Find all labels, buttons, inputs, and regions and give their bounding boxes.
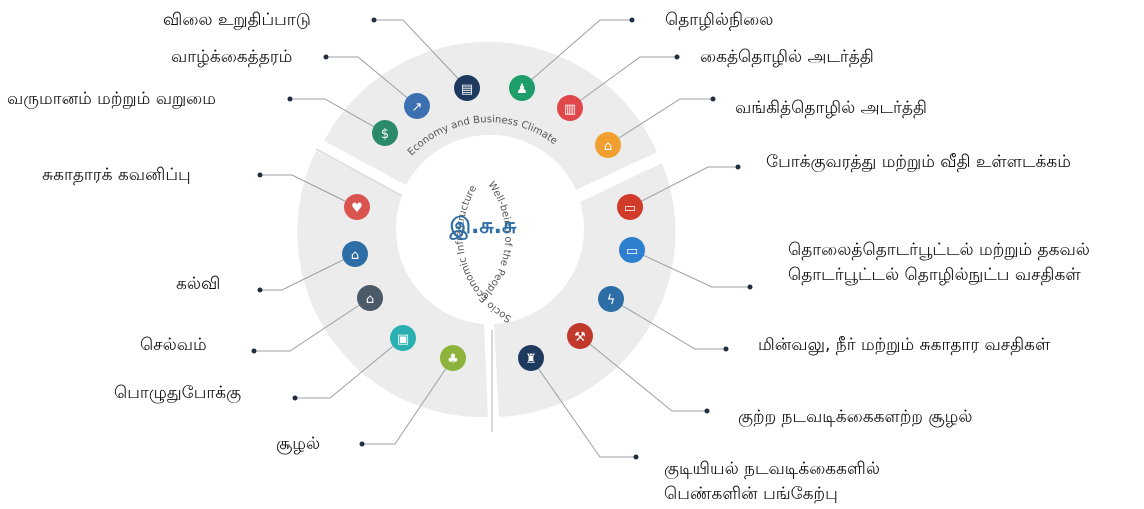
stethoscope-icon: ♥ [344, 194, 370, 220]
bank-icon: ⌂ [595, 132, 621, 158]
connector-line [295, 337, 404, 399]
svg-text:▤: ▤ [461, 82, 473, 97]
train-icon: ▭ [617, 194, 643, 220]
power-water-icon: ϟ [598, 286, 624, 312]
connector-line [362, 357, 454, 445]
bullet-dot [371, 17, 377, 23]
connector-line [569, 56, 677, 109]
divider [315, 148, 403, 197]
connector-line [579, 335, 707, 412]
connector-line [290, 98, 386, 134]
bullet-dot [287, 96, 293, 102]
svg-text:⌂: ⌂ [366, 292, 374, 307]
connector-line [607, 98, 713, 146]
segment-economy [324, 41, 657, 190]
bullet-dot [359, 441, 365, 447]
connector-line [629, 166, 738, 208]
bullet-dot [323, 54, 329, 60]
bullet-dot [747, 284, 753, 290]
label-environment: சூழல் [276, 434, 321, 454]
bullet-dot [629, 17, 635, 23]
svg-text:⚒: ⚒ [574, 330, 586, 345]
parliament-icon: ♜ [518, 345, 544, 371]
chart-icon: ↗ [404, 93, 430, 119]
bullet-dot [292, 395, 298, 401]
center-title: இ.சு.சு [449, 214, 517, 239]
factory-icon: ▥ [557, 95, 583, 121]
segment-wellbeing [297, 151, 488, 418]
svg-text:♥: ♥ [351, 201, 363, 216]
svg-text:⌂: ⌂ [351, 248, 359, 263]
connector-line [610, 298, 726, 350]
connector-line [530, 357, 636, 458]
monitor-icon: ▭ [619, 237, 645, 263]
connector-line [521, 19, 632, 89]
connector-line [631, 249, 750, 288]
label-employment: தொழில்நிலை [665, 10, 774, 30]
label-health-care: சுகாதாரக் கவனிப்பு [42, 165, 191, 185]
svg-text:⌂: ⌂ [604, 139, 612, 154]
svg-text:▣: ▣ [397, 332, 409, 347]
connector-line [260, 174, 358, 208]
label-industrial-density: கைத்தொழில் அடர்த்தி [700, 47, 874, 67]
svg-text:ϟ: ϟ [607, 293, 616, 308]
label-crime-free: குற்ற நடவடிக்கைகளற்ற சூழல் [738, 407, 973, 427]
svg-text:$: $ [381, 127, 389, 142]
label-price-stability: விலை உறுதிப்பாடு [163, 10, 311, 30]
bullet-dot [257, 287, 263, 293]
bullet-dot [633, 454, 639, 460]
label-power-water: மின்வலு, நீர் மற்றும் சுகாதார வசதிகள் [758, 335, 1051, 355]
money-icon: ▤ [454, 75, 480, 101]
school-icon: ⌂ [342, 241, 368, 267]
label-banking-density: வங்கித்தொழில் அடர்த்தி [735, 98, 927, 118]
connector-line [260, 253, 356, 291]
bullet-dot [704, 408, 710, 414]
svg-text:▭: ▭ [626, 244, 638, 259]
svg-text:↗: ↗ [412, 100, 423, 115]
segment-infrastructure [494, 163, 676, 417]
label-education: கல்வி [176, 274, 221, 294]
connector-line [254, 297, 371, 352]
clapperboard-icon: ▣ [390, 325, 416, 351]
label-standard-of-living: வாழ்க்கைத்தரம் [171, 47, 293, 67]
svg-text:♜: ♜ [525, 352, 537, 367]
bullet-dot [251, 348, 257, 354]
label-transport: போக்குவரத்து மற்றும் வீதி உள்ளடக்கம் [766, 152, 1071, 172]
label-women-civic: குடியியல் நடவடிக்கைகளில் பெண்களின் பங்கே… [664, 459, 880, 504]
people-icon: ♟ [509, 75, 535, 101]
svg-text:▭: ▭ [624, 201, 636, 216]
bullet-dot [674, 54, 680, 60]
svg-text:♟: ♟ [516, 82, 528, 97]
svg-text:♣: ♣ [447, 352, 459, 367]
tree-icon: ♣ [440, 345, 466, 371]
bullet-dot [735, 164, 741, 170]
label-leisure: பொழுதுபோக்கு [114, 383, 242, 403]
label-wealth: செல்வம் [140, 335, 207, 355]
connector-line [374, 19, 468, 89]
gavel-icon: ⚒ [567, 323, 593, 349]
bullet-dot [257, 172, 263, 178]
connector-line [326, 56, 418, 107]
label-income-poverty: வருமானம் மற்றும் வறுமை [7, 89, 216, 109]
bullet-dot [710, 96, 716, 102]
label-telecom-ict: தொலைத்தொடர்பூட்டல் மற்றும் தகவல் தொடர்பூ… [788, 240, 1090, 285]
bullet-dot [723, 346, 729, 352]
svg-text:▥: ▥ [564, 102, 576, 117]
money-hand-icon: $ [372, 120, 398, 146]
house-icon: ⌂ [357, 285, 383, 311]
